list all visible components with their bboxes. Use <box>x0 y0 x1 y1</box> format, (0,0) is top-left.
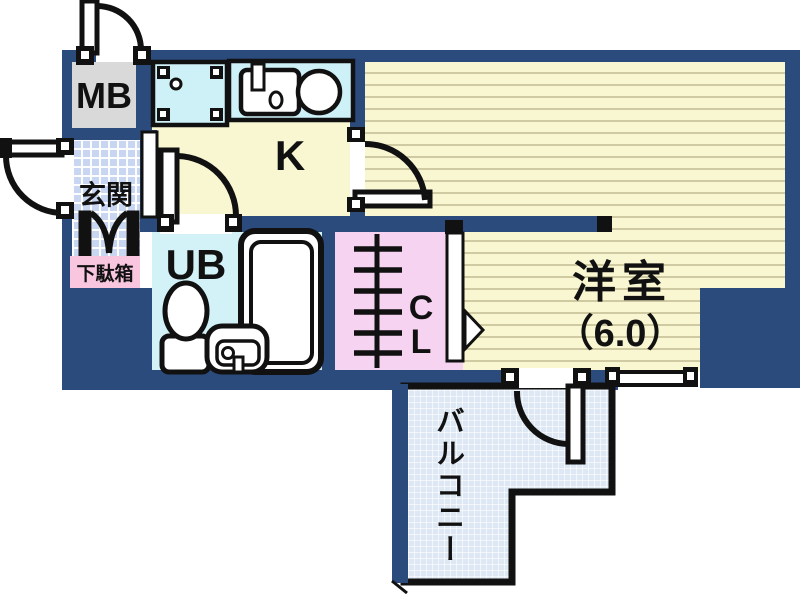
entrance-label: 玄関 <box>79 180 133 211</box>
unit-bath-door <box>157 147 242 232</box>
burner-icon <box>295 68 343 116</box>
balcony-door <box>501 368 591 465</box>
kitchen-counter <box>226 58 356 123</box>
unit-bath-label: UB <box>165 241 227 288</box>
entrance-kitchen-opening <box>140 130 159 219</box>
closet-hanger-icon <box>354 234 402 368</box>
washbasin-icon <box>204 323 270 375</box>
wall-right <box>785 50 800 300</box>
shoe-cabinet-label-box: 下駄箱 <box>70 256 140 288</box>
entrance-door <box>0 138 74 219</box>
balcony-outline <box>391 382 616 594</box>
meterbox-door <box>76 0 151 65</box>
closet-label-l: L <box>410 323 432 361</box>
meter-box-label: MB <box>76 75 132 116</box>
wall-openings <box>60 50 576 388</box>
kitchen-label: K <box>274 132 306 179</box>
main-room-label: 洋室 <box>572 258 672 307</box>
wall-bottom-right-block <box>700 288 800 388</box>
kitchen-room-door <box>347 127 433 212</box>
closet-door <box>445 216 612 363</box>
meter-box <box>72 62 136 128</box>
washing-machine-pan <box>150 59 230 128</box>
shoe-cabinet-label: 下駄箱 <box>76 263 134 285</box>
toilet-icon <box>159 280 212 375</box>
shoe-cabinet-doors <box>78 210 140 257</box>
closet-label-c: C <box>408 289 434 327</box>
main-room-size-label: （6.0） <box>555 313 685 355</box>
closet-floor <box>335 230 463 370</box>
window <box>605 367 698 387</box>
wall-ub-closet <box>322 232 335 370</box>
balcony-label: バルコニー <box>431 406 464 566</box>
